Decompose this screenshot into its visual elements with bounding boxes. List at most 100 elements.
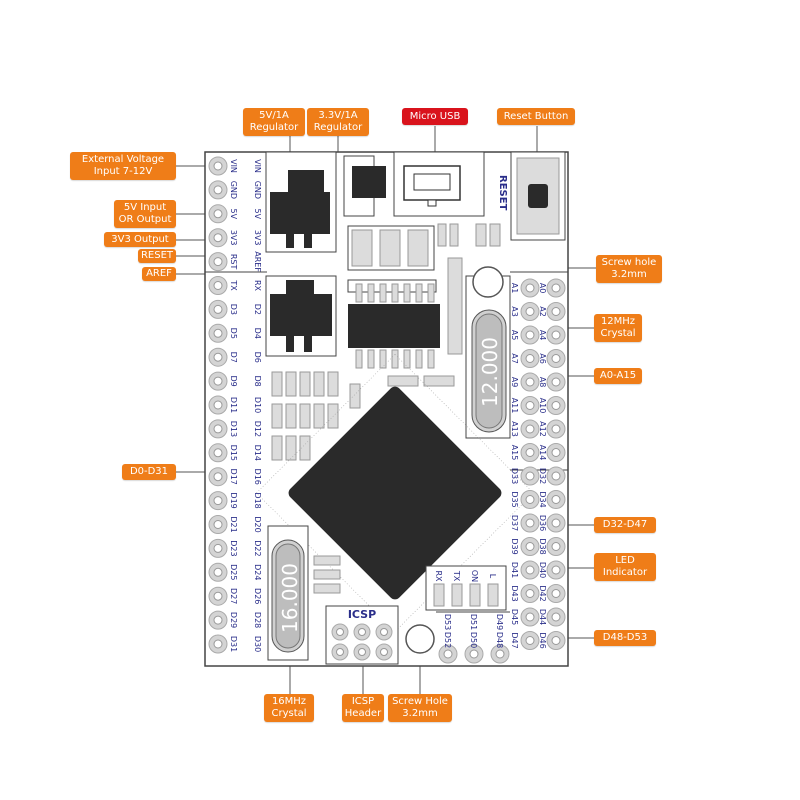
pin-label-bottom-upper: D49 <box>495 614 504 630</box>
callout-12mhz-crystal: 12MHz Crystal <box>594 314 642 342</box>
callout-text: RESET <box>140 250 174 261</box>
pin-label-left-outer: 5V <box>229 209 238 220</box>
pin-hole-right-outer <box>546 349 566 368</box>
capacitor-top <box>343 155 386 217</box>
pin-hole-right-outer <box>546 490 566 509</box>
pin-label-left-outer: VIN <box>229 159 238 173</box>
pin-label-right-inner: A5 <box>510 330 519 341</box>
reset-button <box>510 151 566 241</box>
pin-label-left-outer: D27 <box>229 588 238 604</box>
pin-label-left-inner: D12 <box>253 421 262 437</box>
pin-hole-right-inner <box>520 584 540 603</box>
pin-label-left-inner: D26 <box>253 588 262 604</box>
pin-label-right-outer: D34 <box>538 491 547 507</box>
passive-components-upper <box>347 223 501 271</box>
pin-label-left-inner: D20 <box>253 516 262 532</box>
pin-label-right-outer: A4 <box>538 330 547 341</box>
pin-label-left-inner: D2 <box>253 304 262 315</box>
pin-hole-right-inner <box>520 372 540 392</box>
pin-label-left-outer: D13 <box>229 421 238 437</box>
pin-label-left-outer: D29 <box>229 612 238 628</box>
crystal-16mhz <box>267 525 309 661</box>
callout-text: 5V Input <box>123 202 167 213</box>
pin-hole-right-inner <box>520 278 540 298</box>
callout-text: 5V/1A <box>259 110 289 121</box>
pin-hole-left-outer <box>208 323 228 343</box>
pin-label-bottom-lower: D52 <box>443 632 452 648</box>
crystal-12mhz-label: 12.000 <box>478 337 502 407</box>
crystal-12mhz <box>465 275 511 439</box>
pin-hole-left-outer <box>208 538 228 558</box>
callout-text: Regulator <box>313 122 363 133</box>
pin-label-right-inner: A1 <box>510 283 519 294</box>
pin-label-left-inner: AREF <box>253 251 262 272</box>
callout-screw-hole-top: Screw hole 3.2mm <box>596 255 662 283</box>
pin-hole-left-outer <box>208 156 228 176</box>
pin-label-left-outer: 3V3 <box>229 230 238 246</box>
pin-label-right-inner: A11 <box>510 398 519 414</box>
pin-hole-left-outer <box>208 204 228 224</box>
callout-5v-regulator: 5V/1A Regulator <box>243 108 305 136</box>
pin-hole-left-outer <box>208 586 228 606</box>
pin-label-left-outer: D5 <box>229 328 238 339</box>
pin-label-right-outer: A14 <box>538 445 547 461</box>
pin-hole-left-outer <box>208 252 228 272</box>
micro-usb-connector <box>393 151 485 217</box>
pin-hole-right-outer <box>546 419 566 439</box>
pin-label-left-inner: D18 <box>253 492 262 508</box>
passive-components-left <box>271 371 361 461</box>
pin-label-right-inner: A13 <box>510 421 519 437</box>
pin-hole-bottom <box>464 644 484 664</box>
pin-hole-left-outer <box>208 419 228 439</box>
icsp-pin-hole <box>336 628 344 636</box>
icsp-pin-hole <box>380 648 388 656</box>
callout-text: D48-D53 <box>602 632 648 643</box>
callout-external-voltage: External Voltage Input 7-12V <box>70 152 176 180</box>
pin-hole-left-outer <box>208 299 228 319</box>
pin-label-right-outer: D38 <box>538 538 547 554</box>
pin-label-right-outer: D40 <box>538 562 547 578</box>
pin-hole-right-inner <box>520 607 540 627</box>
pin-label-left-inner: D6 <box>253 352 262 363</box>
pin-label-right-inner: D33 <box>510 468 519 484</box>
pin-hole-left-outer <box>208 491 228 511</box>
pin-label-right-outer: A2 <box>538 306 547 317</box>
pin-label-left-inner: D22 <box>253 540 262 556</box>
pin-label-left-outer: D25 <box>229 564 238 580</box>
pin-label-right-outer: D42 <box>538 585 547 601</box>
pin-label-left-outer: D7 <box>229 352 238 363</box>
pin-label-left-outer: D23 <box>229 540 238 556</box>
callout-text: 3.2mm <box>611 269 647 280</box>
pin-label-left-outer: D11 <box>229 397 238 413</box>
pin-label-left-inner: D28 <box>253 612 262 628</box>
callout-text: Reset Button <box>503 110 569 122</box>
pin-label-left-outer: D3 <box>229 304 238 315</box>
pin-hole-right-outer <box>546 584 566 603</box>
pin-hole-bottom <box>490 644 510 664</box>
pin-label-right-outer: D44 <box>538 609 547 625</box>
pin-hole-right-inner <box>520 443 540 462</box>
pin-hole-right-outer <box>546 372 566 392</box>
pin-hole-right-inner <box>520 302 540 321</box>
callout-text: A0-A15 <box>599 370 637 381</box>
pin-hole-right-outer <box>546 278 566 298</box>
icsp-pins <box>331 623 393 661</box>
callout-text: Header <box>344 708 382 719</box>
pin-label-right-inner: A9 <box>510 377 519 388</box>
pin-hole-right-outer <box>546 607 566 627</box>
callout-text: ICSP <box>351 696 375 707</box>
pin-label-left-inner: 5V <box>253 209 262 220</box>
pin-hole-left-outer <box>208 228 228 248</box>
callout-text: LED <box>615 555 635 566</box>
pin-hole-left-outer <box>208 276 228 295</box>
pin-hole-bottom <box>438 644 458 664</box>
pin-label-left-inner: D10 <box>253 397 262 413</box>
pin-hole-right-outer <box>546 396 566 415</box>
callout-5v-input: 5V Input OR Output <box>114 200 176 228</box>
pin-label-bottom-lower: D50 <box>469 632 478 648</box>
pin-hole-left-outer <box>208 467 228 487</box>
callout-text: D32-D47 <box>602 519 648 530</box>
callout-micro-usb: Micro USB <box>402 108 468 125</box>
led-label: ON <box>470 570 479 582</box>
pin-hole-right-outer <box>546 302 566 321</box>
